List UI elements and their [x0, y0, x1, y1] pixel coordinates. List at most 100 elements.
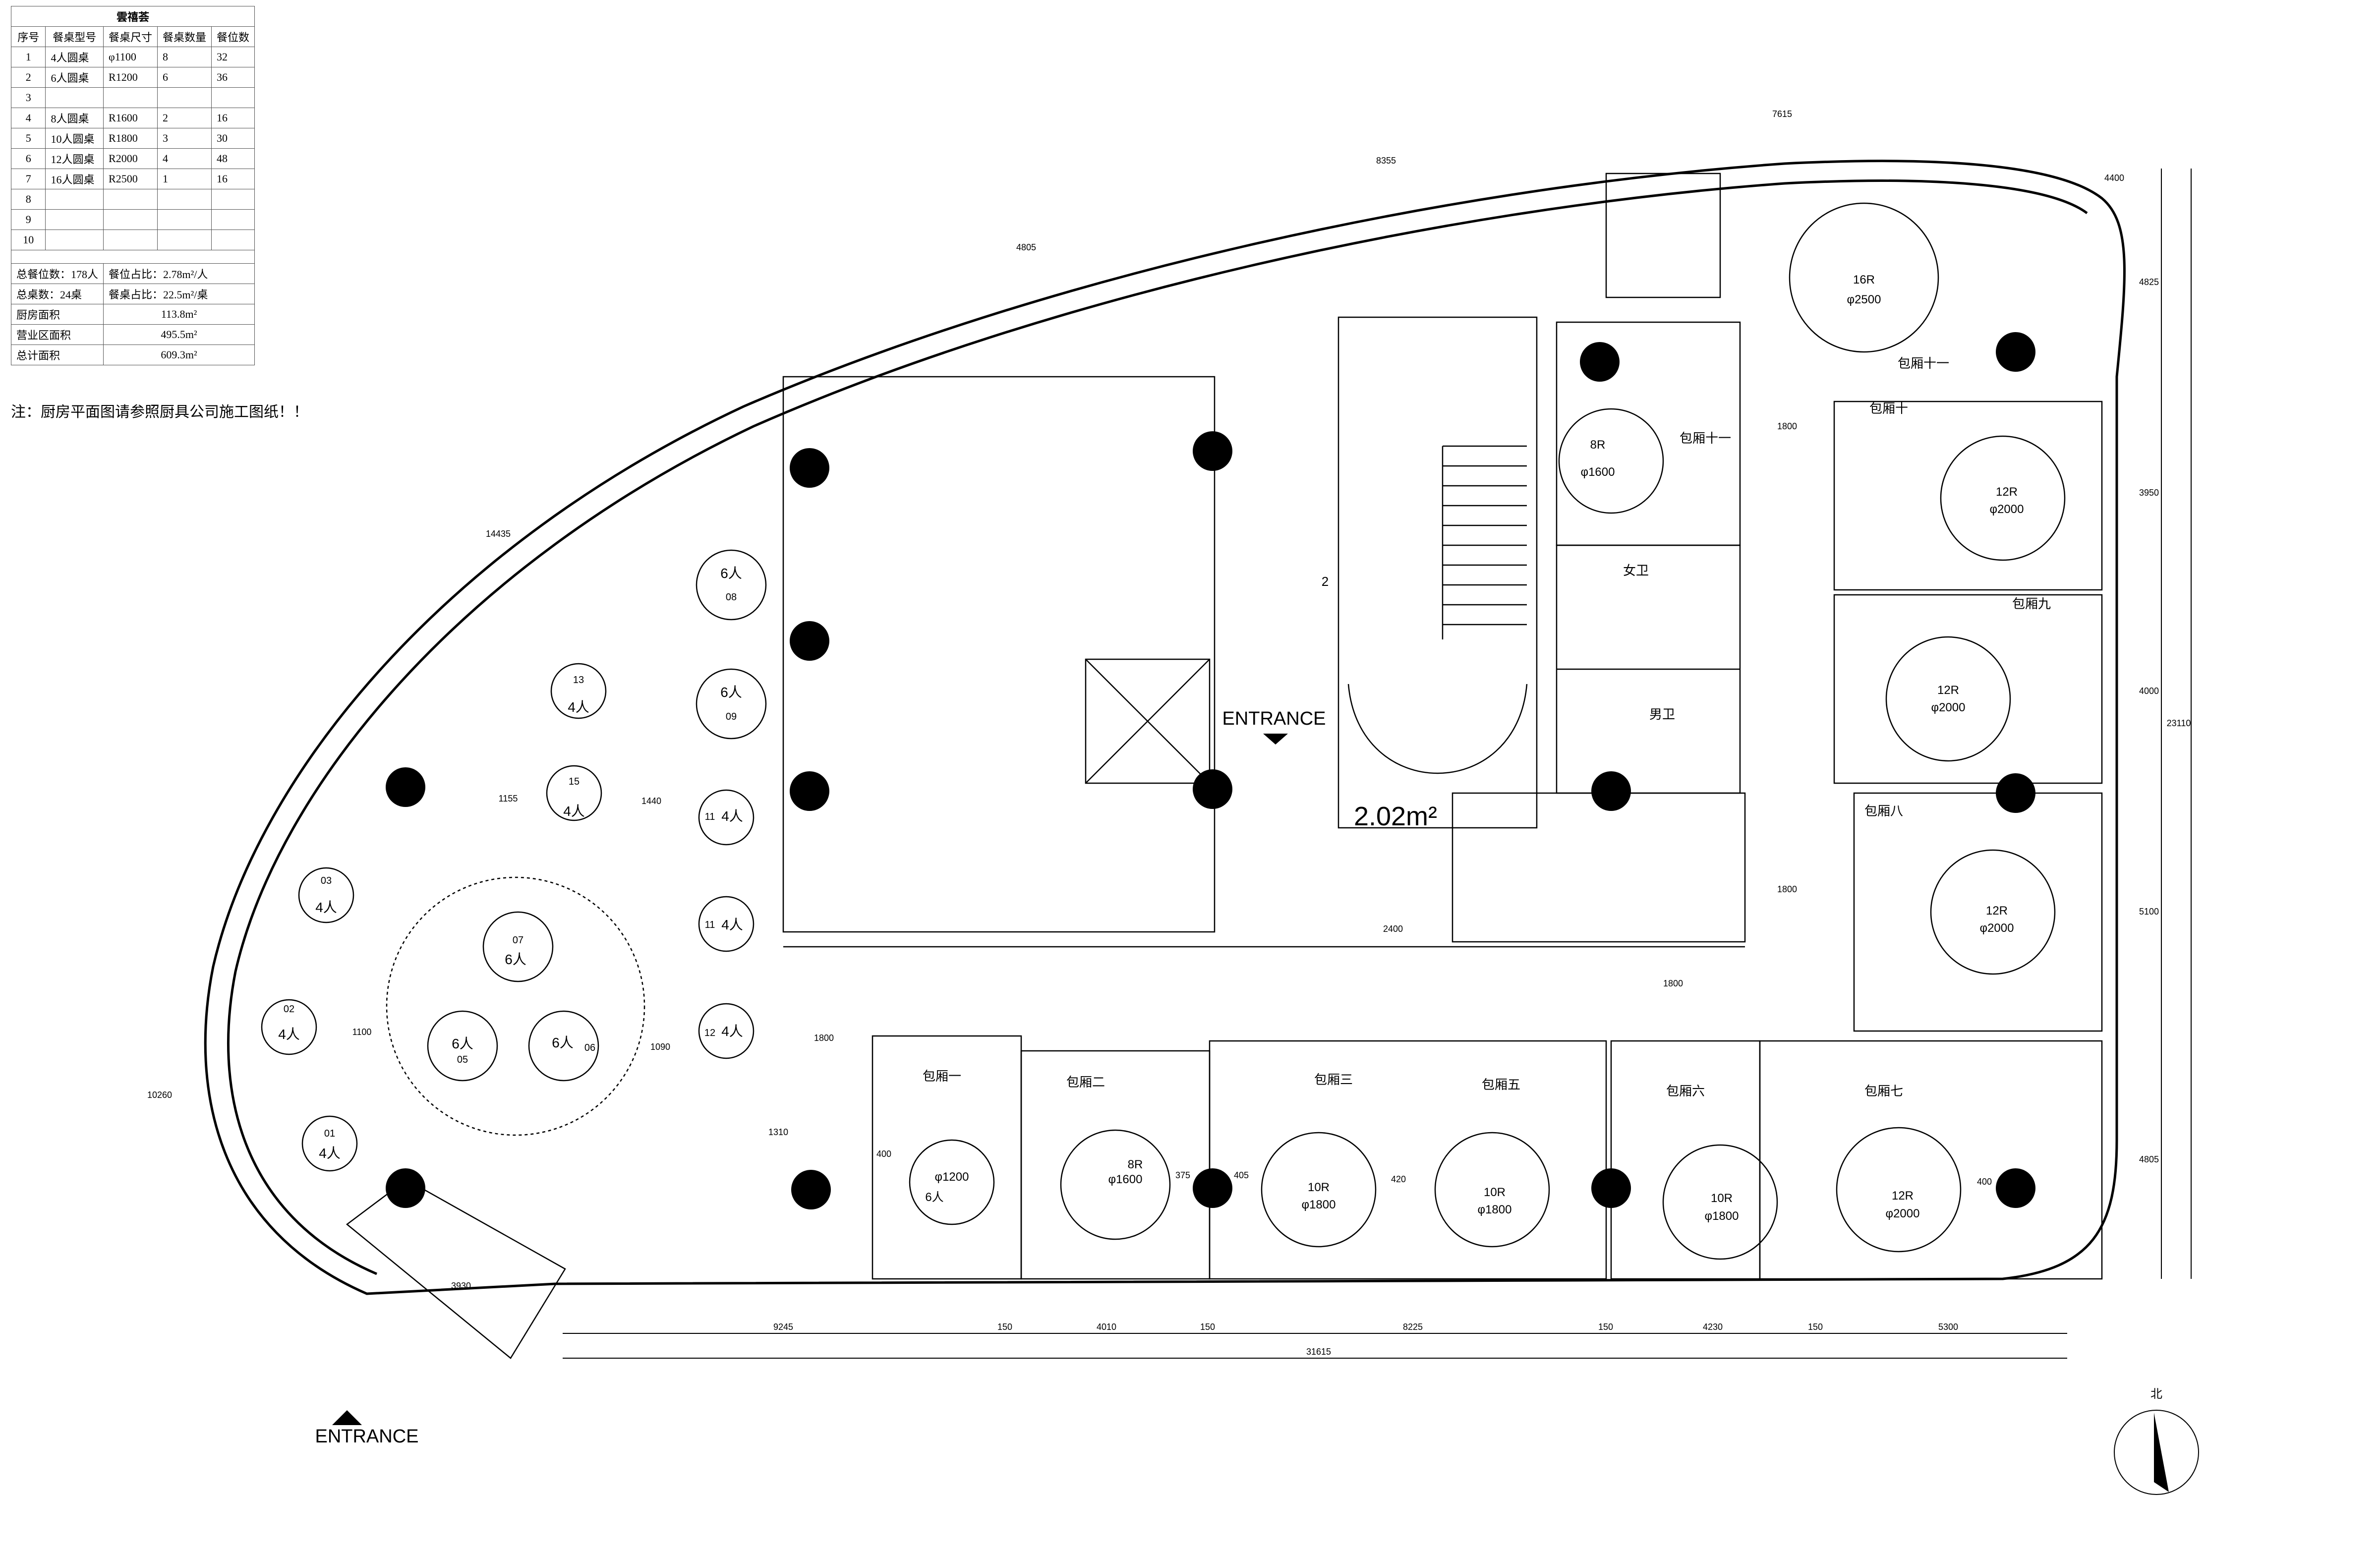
table-label: 12R	[1937, 684, 1959, 697]
column	[386, 767, 425, 807]
table-label: φ2000	[1990, 503, 2024, 516]
hall-table-seats: 4人	[568, 699, 589, 715]
cell: 10人圆桌	[45, 128, 104, 149]
room-label-r11-upper: 包厢十一	[1898, 356, 1949, 371]
hall-tables	[261, 549, 767, 1172]
hall-table-13	[550, 663, 607, 719]
dim-right: 3950	[2139, 488, 2159, 498]
dim-label: 150	[1200, 1322, 1215, 1332]
north-needle-icon	[2154, 1413, 2169, 1492]
table-10r-c	[1662, 1144, 1778, 1260]
room-r3-r5-wall	[1209, 1040, 1607, 1280]
dim-total: 31615	[1306, 1347, 1331, 1357]
elevator-cross	[1085, 659, 1210, 784]
dim-misc: 405	[1234, 1170, 1249, 1180]
room-label-r11-lower: 包厢十一	[1680, 431, 1731, 446]
column	[1591, 1168, 1631, 1208]
table-label: 8R	[1128, 1158, 1143, 1171]
dim-label: 150	[1808, 1322, 1823, 1332]
room-label-r10: 包厢十	[1869, 401, 1908, 416]
structural-columns	[386, 332, 2035, 1209]
column	[1193, 769, 1232, 809]
hall-feature-ring	[386, 876, 645, 1136]
table-label: 10R	[1308, 1181, 1330, 1194]
table-label: 12R	[1986, 904, 2008, 918]
elevator-shaft	[1085, 658, 1211, 784]
cell: 16	[211, 169, 255, 189]
table-header-row: 序号 餐桌型号 餐桌尺寸 餐桌数量 餐位数	[10, 26, 255, 47]
table-label: 12R	[1996, 485, 2018, 499]
dim-label: 5300	[1938, 1322, 1958, 1332]
hall-table-seats: 6人	[552, 1035, 574, 1050]
cell: 36	[211, 67, 255, 88]
outer-walls	[204, 160, 2126, 1295]
column	[1996, 1168, 2035, 1208]
cell	[45, 189, 104, 210]
hall-table-seats: 6人	[720, 685, 742, 700]
room-label-male-wc: 男卫	[1649, 707, 1675, 722]
entrance-arrow-icon	[332, 1410, 362, 1425]
table-8r-b	[1060, 1129, 1171, 1240]
hall-table-number: 11	[705, 919, 715, 930]
dim-top: 4400	[2104, 173, 2124, 183]
cell: 12人圆桌	[45, 148, 104, 169]
cell: 总桌数：24桌	[10, 284, 104, 304]
dim-hall: 1800	[1663, 978, 1683, 988]
hall-table-number: 03	[321, 875, 332, 886]
cell: 2	[157, 108, 212, 128]
column	[1996, 773, 2035, 813]
table-label: φ2000	[1980, 921, 2014, 935]
hall-table-number: 13	[573, 675, 584, 686]
room-label-r6: 包厢六	[1666, 1084, 1705, 1098]
hall-table-number: 11	[705, 811, 715, 822]
hall-table-number: 02	[284, 1004, 294, 1015]
cell: 495.5m²	[103, 324, 255, 345]
cell: 6人圆桌	[45, 67, 104, 88]
header-cell: 餐桌型号	[45, 26, 104, 47]
room-r2-wall	[1020, 1050, 1211, 1280]
table-8r-a	[1558, 408, 1664, 514]
dim-hall: 1090	[650, 1042, 670, 1052]
dim-arc: 10260	[147, 1090, 172, 1100]
room-r6-wall	[1610, 1040, 1761, 1280]
cell: 8	[157, 47, 212, 67]
hall-table-08	[696, 549, 767, 621]
room-label-r1: 包厢一	[923, 1069, 961, 1084]
table-12r-b	[1885, 636, 2011, 762]
hall-table-number: 15	[569, 776, 580, 787]
column	[1193, 1168, 1232, 1208]
cell	[157, 209, 212, 230]
cell: 餐位占比：2.78m²/人	[103, 263, 255, 284]
cell: 609.3m²	[103, 344, 255, 365]
table-label: φ1800	[1478, 1203, 1512, 1216]
room-r9-wall	[1833, 594, 2103, 784]
room-label-r5: 包厢五	[1482, 1077, 1520, 1092]
dim-label: 9245	[773, 1322, 793, 1332]
dim-misc: 400	[1977, 1177, 1992, 1187]
table-10r-a	[1261, 1132, 1377, 1248]
hall-table-15	[546, 765, 602, 821]
table-12r-d	[1836, 1127, 1962, 1253]
dim-right: 5100	[2139, 907, 2159, 917]
dim-label: 8225	[1403, 1322, 1423, 1332]
inner-entrance-arrow-icon	[1263, 734, 1288, 745]
column	[1193, 431, 1232, 471]
dim-hall: 1440	[641, 796, 661, 806]
inner-entrance-label: ENTRANCE	[1222, 708, 1326, 729]
hall-table-seats: 4人	[278, 1027, 300, 1042]
room-label-r8: 包厢八	[1864, 804, 1903, 818]
table-label: φ2000	[1886, 1207, 1920, 1220]
table-label: φ1600	[1581, 465, 1615, 479]
interior-walls	[346, 172, 2103, 1359]
cell: R2500	[103, 169, 158, 189]
hall-table-03	[298, 867, 354, 923]
cell	[103, 189, 158, 210]
inner-wall-curve	[227, 179, 2088, 1275]
cell: 3	[157, 128, 212, 149]
room-label-r3: 包厢三	[1314, 1072, 1353, 1087]
